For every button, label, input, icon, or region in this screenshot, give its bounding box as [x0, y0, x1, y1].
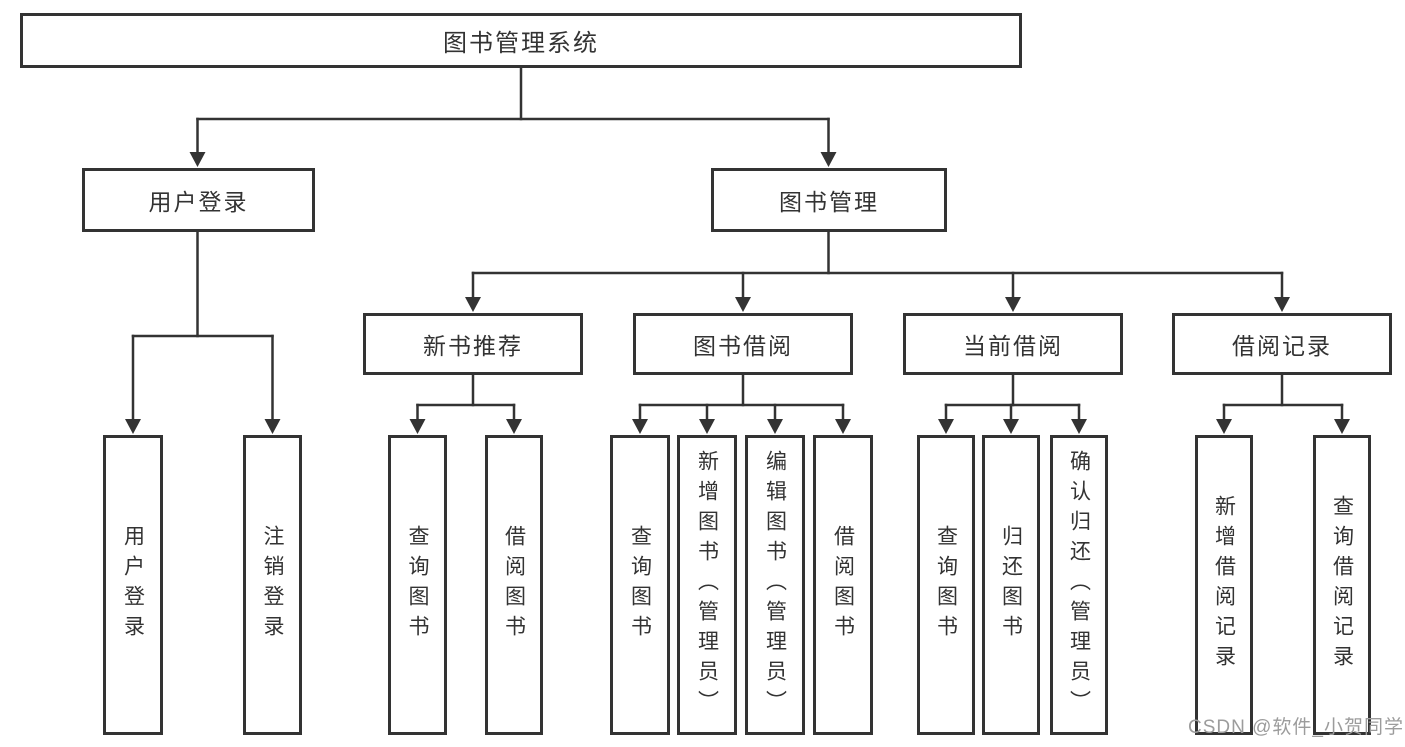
- node-borrowing-records: 借阅记录: [1172, 313, 1392, 375]
- leaf-label: 查询图书: [406, 525, 429, 645]
- leaf-label: 注销登录: [261, 525, 284, 645]
- leaf-edit-books-admin: 编辑图书（管理员）: [745, 435, 805, 735]
- leaf-label: 新增借阅记录: [1212, 495, 1236, 675]
- leaf-label: 借阅图书: [502, 525, 526, 645]
- node-current-borrowing: 当前借阅: [903, 313, 1123, 375]
- leaf-query-borrow-record: 查询借阅记录: [1313, 435, 1371, 735]
- leaf-query-books-current: 查询图书: [917, 435, 975, 735]
- leaf-label: 新增图书（管理员）: [695, 450, 719, 720]
- leaf-logout: 注销登录: [243, 435, 302, 735]
- leaf-label: 归还图书: [999, 525, 1023, 645]
- leaf-label: 借阅图书: [831, 525, 855, 645]
- leaf-confirm-return-admin: 确认归还（管理员）: [1050, 435, 1108, 735]
- csdn-watermark: CSDN @软件_小贺同学: [1188, 717, 1404, 738]
- node-new-book-recommend: 新书推荐: [363, 313, 583, 375]
- leaf-borrow-books: 借阅图书: [813, 435, 873, 735]
- leaf-label: 编辑图书（管理员）: [763, 450, 787, 720]
- node-user-login: 用户登录: [82, 168, 315, 232]
- leaf-query-books-borrow: 查询图书: [610, 435, 670, 735]
- node-book-borrowing: 图书借阅: [633, 313, 853, 375]
- leaf-label: 查询图书: [628, 525, 652, 645]
- leaf-label: 用户登录: [121, 525, 145, 645]
- leaf-query-books-new: 查询图书: [388, 435, 447, 735]
- leaf-user-login: 用户登录: [103, 435, 163, 735]
- leaf-borrow-books-new: 借阅图书: [485, 435, 543, 735]
- leaf-add-books-admin: 新增图书（管理员）: [677, 435, 737, 735]
- leaf-label: 查询借阅记录: [1330, 495, 1354, 675]
- node-book-management: 图书管理: [711, 168, 947, 232]
- leaf-label: 查询图书: [934, 525, 958, 645]
- leaf-label: 确认归还（管理员）: [1067, 450, 1091, 720]
- leaf-return-books: 归还图书: [982, 435, 1040, 735]
- node-root-system: 图书管理系统: [20, 13, 1022, 68]
- leaf-add-borrow-record: 新增借阅记录: [1195, 435, 1253, 735]
